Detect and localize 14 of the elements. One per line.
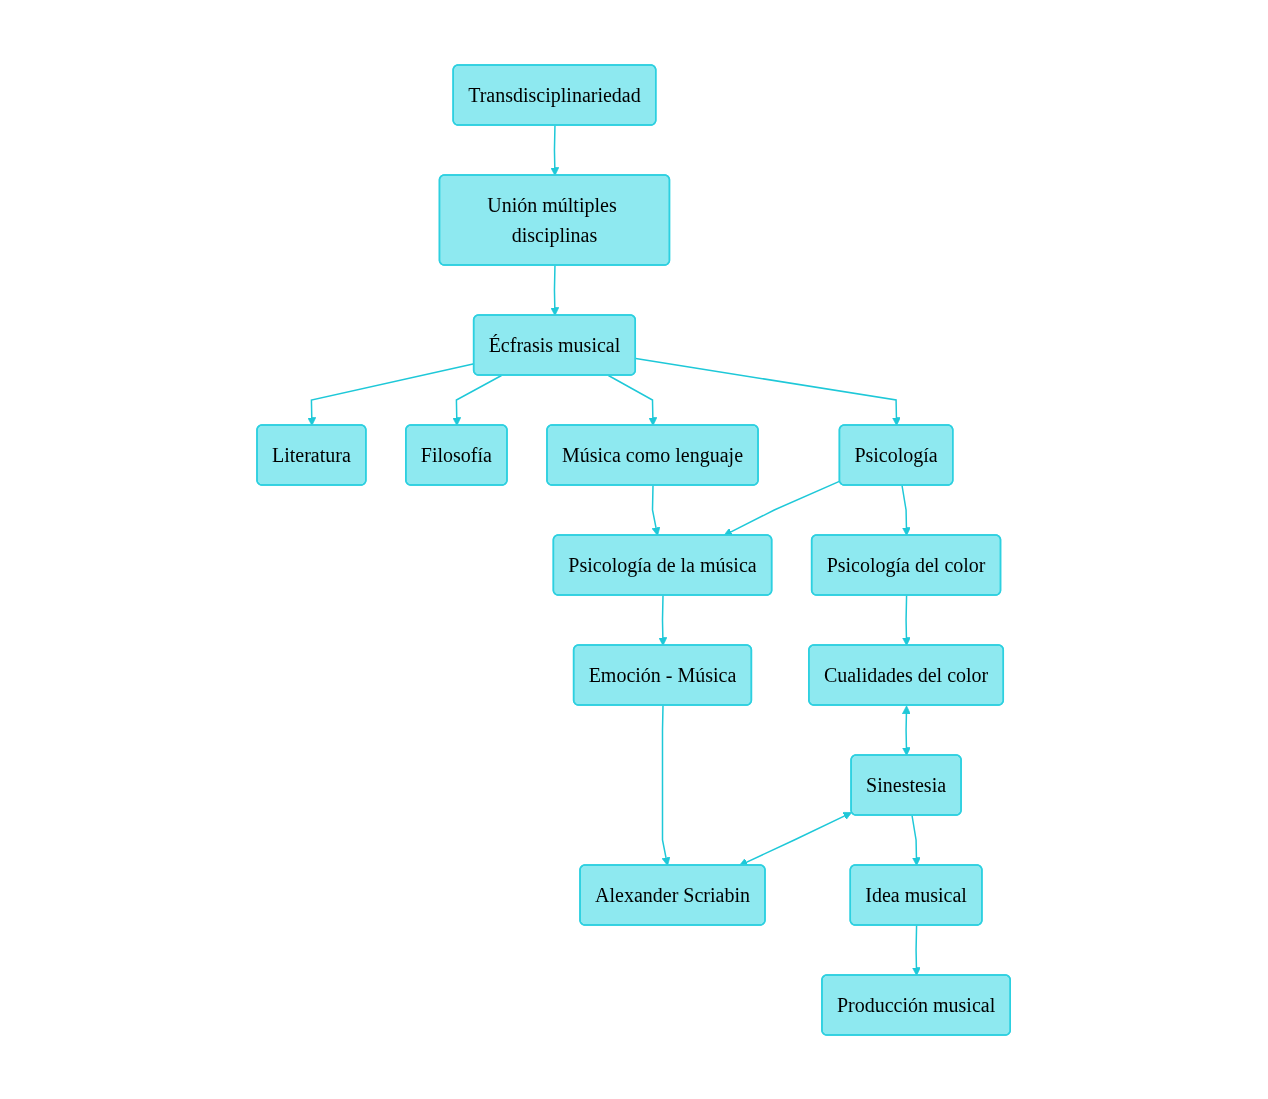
arrow <box>652 484 661 536</box>
arrow <box>902 705 912 756</box>
arrow <box>658 594 668 646</box>
arrow <box>608 374 658 426</box>
arrow <box>550 124 560 176</box>
arrow <box>452 374 503 426</box>
arrow <box>902 594 912 646</box>
arrow <box>911 814 922 866</box>
arrow <box>739 811 853 866</box>
arrow <box>912 924 922 976</box>
arrow <box>662 704 671 866</box>
arrow <box>635 357 902 426</box>
arrow <box>901 484 912 536</box>
arrow <box>550 264 560 316</box>
